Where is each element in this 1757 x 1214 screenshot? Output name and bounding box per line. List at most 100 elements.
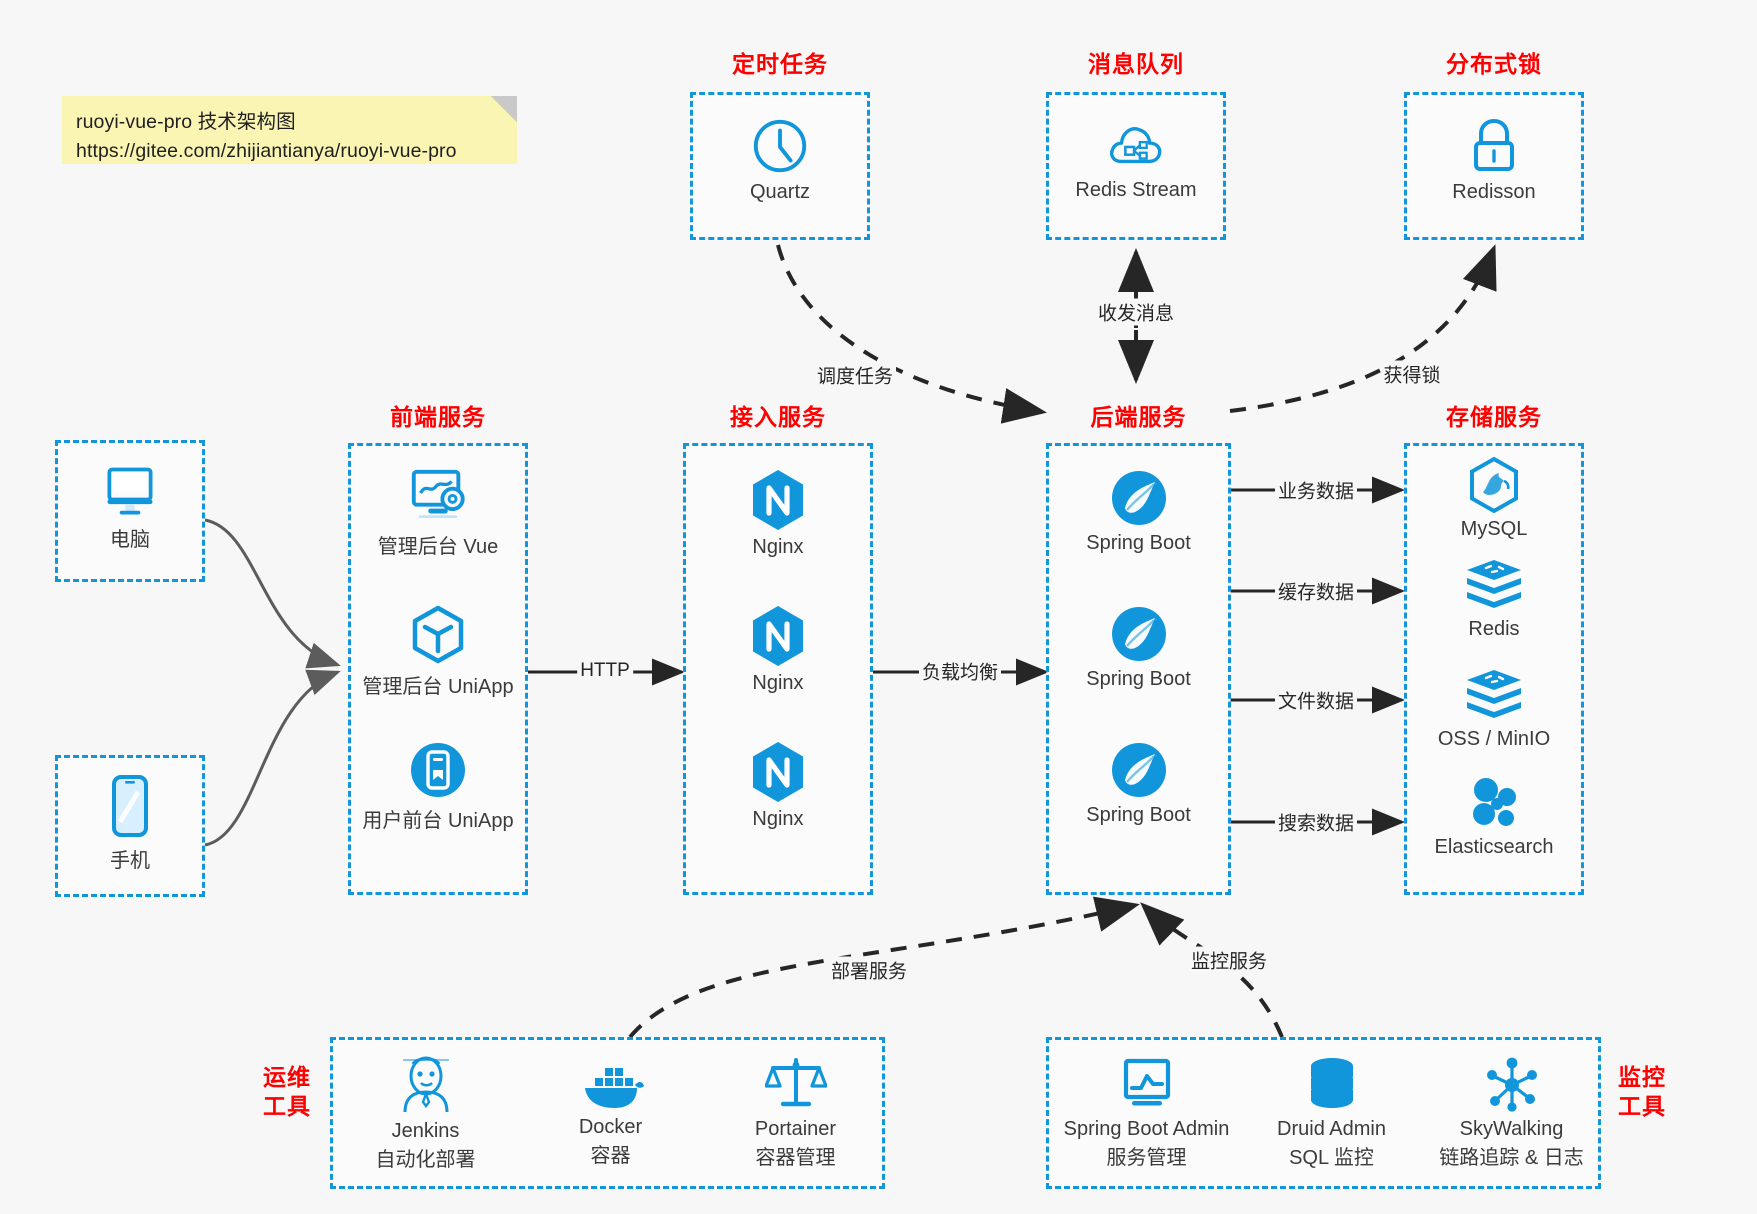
node-druid-admin[interactable]: Druid Admin SQL 监控 xyxy=(1244,1056,1419,1170)
node-elasticsearch[interactable]: Elasticsearch xyxy=(1407,776,1581,859)
group-message-queue: Redis Stream xyxy=(1046,92,1226,240)
desktop-icon xyxy=(107,467,153,515)
note-title: ruoyi-vue-pro 技术架构图 xyxy=(76,111,296,133)
edge-label-monitor-service: 监控服务 xyxy=(1187,946,1271,974)
group-backend-service: Spring Boot Spring Boot Spring Boot xyxy=(1046,443,1231,895)
group-frontend-service: 管理后台 Vue 管理后台 UniApp 用户前台 UniApp xyxy=(348,443,528,895)
node-skywalking[interactable]: SkyWalking 链路追踪 & 日志 xyxy=(1419,1056,1604,1170)
node-label: Redis Stream xyxy=(1075,179,1197,201)
node-sublabel: 链路追踪 & 日志 xyxy=(1439,1147,1584,1169)
database-icon xyxy=(1310,1058,1353,1108)
portainer-scale-icon xyxy=(764,1058,827,1107)
note-url: https://gitee.com/zhijiantianya/ruoyi-vu… xyxy=(76,140,457,163)
admin-dashboard-icon xyxy=(411,469,465,518)
group-title-devops-tools: 运维 工具 xyxy=(253,1063,321,1121)
node-admin-uniapp[interactable]: 管理后台 UniApp xyxy=(351,604,525,699)
node-user-uniapp[interactable]: 用户前台 UniApp xyxy=(351,740,525,833)
node-sublabel: 自动化部署 xyxy=(375,1149,476,1171)
redis-stack-icon xyxy=(1467,560,1521,608)
node-spring-boot-3[interactable]: Spring Boot xyxy=(1049,740,1228,827)
node-label: SkyWalking xyxy=(1459,1118,1564,1140)
node-phone[interactable]: 手机 xyxy=(58,774,202,873)
edge-label-http: HTTP xyxy=(577,660,633,682)
node-label: MySQL xyxy=(1460,518,1528,540)
nginx-icon xyxy=(753,470,803,530)
edge-label-cache-data: 缓存数据 xyxy=(1274,577,1358,605)
group-storage-service: MySQL Redis OSS / MinIO xyxy=(1404,443,1584,895)
group-monitor-tools: Spring Boot Admin 服务管理 Druid Admin SQL 监… xyxy=(1046,1037,1601,1189)
devops-title-line1: 运维 xyxy=(263,1064,311,1090)
node-label: Nginx xyxy=(752,536,804,558)
node-spring-boot-1[interactable]: Spring Boot xyxy=(1049,468,1228,555)
node-label: Spring Boot xyxy=(1086,532,1191,554)
monitor-chart-icon xyxy=(1123,1058,1170,1106)
node-label: Spring Boot xyxy=(1086,668,1191,690)
jenkins-butler-icon xyxy=(402,1056,449,1113)
node-label: OSS / MinIO xyxy=(1437,728,1551,750)
node-nginx-2[interactable]: Nginx xyxy=(686,604,870,695)
group-devops-tools: Jenkins 自动化部署 Docker 容器 xyxy=(330,1037,885,1189)
devops-title-line2: 工具 xyxy=(263,1092,311,1119)
edge-label-schedule-task: 调度任务 xyxy=(813,361,897,389)
node-sublabel: 容器管理 xyxy=(755,1147,836,1169)
node-label: 电脑 xyxy=(110,529,150,551)
node-portainer[interactable]: Portainer 容器管理 xyxy=(703,1054,888,1170)
node-label: Spring Boot Admin xyxy=(1063,1118,1230,1140)
group-computer: 电脑 xyxy=(55,440,205,582)
node-redis[interactable]: Redis xyxy=(1407,558,1581,641)
edge-label-file-data: 文件数据 xyxy=(1274,686,1358,714)
nginx-icon xyxy=(753,742,803,802)
mobile-icon xyxy=(112,775,148,837)
group-title-storage-service: 存储服务 xyxy=(1446,404,1542,430)
node-label: Nginx xyxy=(752,672,804,694)
group-access-service: Nginx Nginx Nginx xyxy=(683,443,873,895)
node-label: 手机 xyxy=(110,850,150,872)
group-title-message-queue: 消息队列 xyxy=(1088,51,1184,77)
edge-label-deploy-service: 部署服务 xyxy=(827,956,911,984)
node-jenkins[interactable]: Jenkins 自动化部署 xyxy=(333,1054,518,1172)
node-nginx-3[interactable]: Nginx xyxy=(686,740,870,831)
node-nginx-1[interactable]: Nginx xyxy=(686,468,870,559)
edge-label-acquire-lock: 获得锁 xyxy=(1380,360,1444,388)
edge-label-business-data: 业务数据 xyxy=(1274,476,1358,504)
node-sublabel: 容器 xyxy=(590,1145,631,1167)
node-label: Quartz xyxy=(749,181,811,203)
group-distributed-lock: Redisson xyxy=(1404,92,1584,240)
group-scheduled-task: Quartz xyxy=(690,92,870,240)
node-docker[interactable]: Docker 容器 xyxy=(518,1060,703,1168)
node-quartz[interactable]: Quartz xyxy=(693,115,867,204)
node-spring-boot-2[interactable]: Spring Boot xyxy=(1049,604,1228,691)
node-label: Nginx xyxy=(752,808,804,830)
node-spring-boot-admin[interactable]: Spring Boot Admin 服务管理 xyxy=(1049,1056,1244,1170)
group-title-monitor-tools: 监控 工具 xyxy=(1608,1063,1676,1121)
node-label: Portainer xyxy=(754,1118,837,1140)
nginx-icon xyxy=(753,606,803,666)
node-oss-minio[interactable]: OSS / MinIO xyxy=(1407,668,1581,751)
uniapp-cube-icon xyxy=(412,605,464,664)
cloud-stream-icon xyxy=(1110,127,1162,164)
elasticsearch-icon xyxy=(1473,778,1516,826)
monitor-title-line1: 监控 xyxy=(1618,1064,1666,1090)
object-storage-icon xyxy=(1467,670,1521,718)
node-mysql[interactable]: MySQL xyxy=(1407,456,1581,541)
node-label: Redis xyxy=(1468,618,1520,640)
node-redis-stream[interactable]: Redis Stream xyxy=(1049,117,1223,202)
node-admin-vue[interactable]: 管理后台 Vue xyxy=(351,466,525,559)
skywalking-topology-icon xyxy=(1486,1057,1537,1112)
group-phone: 手机 xyxy=(55,755,205,897)
docker-whale-icon xyxy=(584,1068,644,1108)
node-label: 管理后台 UniApp xyxy=(362,676,514,698)
node-redisson[interactable]: Redisson xyxy=(1407,115,1581,204)
node-label: Elasticsearch xyxy=(1434,836,1554,858)
node-computer[interactable]: 电脑 xyxy=(58,463,202,552)
note-fold-corner xyxy=(491,96,517,122)
edge-label-send-receive-message: 收发消息 xyxy=(1094,298,1178,326)
group-title-scheduled-task: 定时任务 xyxy=(732,51,828,77)
sticky-note: ruoyi-vue-pro 技术架构图 https://gitee.com/zh… xyxy=(62,96,517,164)
spring-boot-icon xyxy=(1111,471,1166,525)
node-label: Druid Admin xyxy=(1277,1118,1386,1140)
node-sublabel: SQL 监控 xyxy=(1289,1147,1374,1169)
edge-label-load-balance: 负载均衡 xyxy=(918,657,1002,685)
node-sublabel: 服务管理 xyxy=(1106,1147,1187,1169)
